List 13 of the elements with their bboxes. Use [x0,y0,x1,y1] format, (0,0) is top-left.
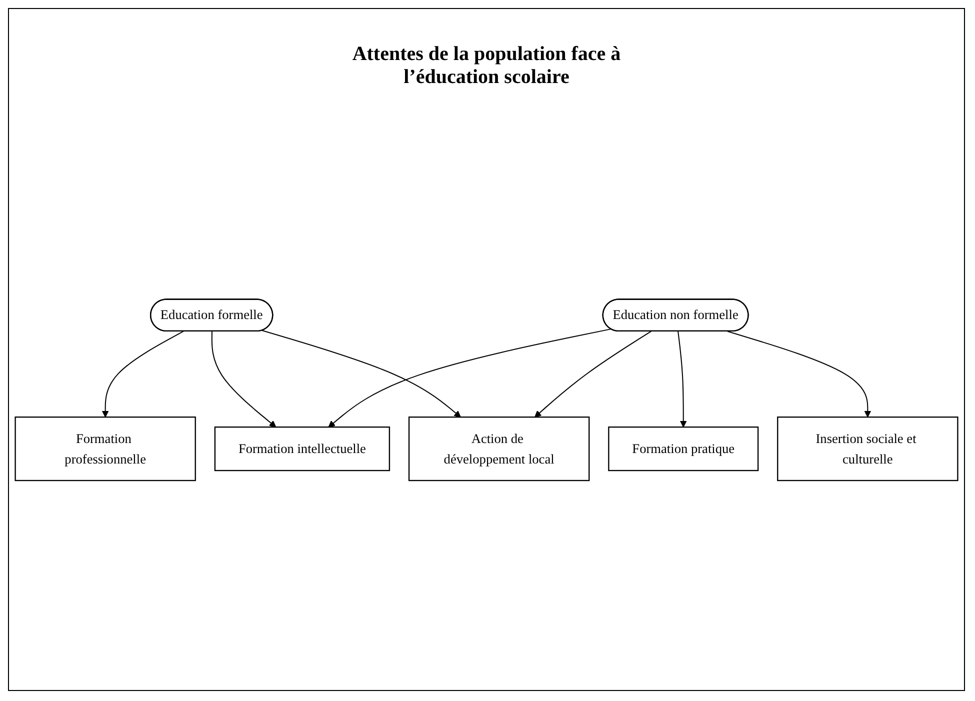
arrow [328,328,611,427]
node-box: Formation pratique [608,426,759,471]
node-box: Formation intellectuelle [214,426,390,471]
arrow [678,330,687,427]
arrow [211,330,276,427]
arrow [727,330,872,418]
node-box: Formation professionnelle [14,416,196,481]
arrow [534,330,652,418]
arrow [262,330,461,418]
node-box: Insertion sociale et culturelle [777,416,958,481]
arrow [102,330,184,418]
node-box: Action de développement local [408,416,590,481]
diagram-title: Attentes de la population face à l’éducation scolaire [351,43,622,89]
